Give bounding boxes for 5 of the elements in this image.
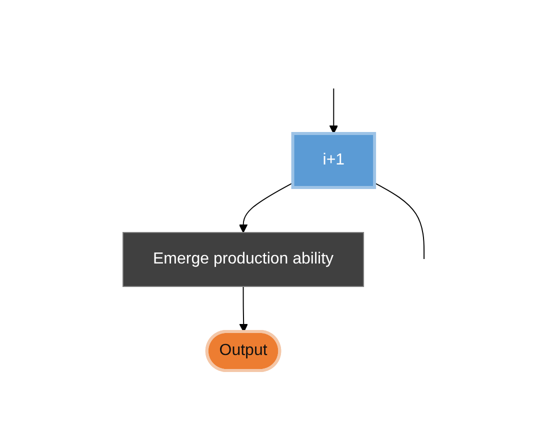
arrow (239, 286, 248, 332)
node-box: Emerge production ability (122, 232, 364, 287)
arrow (238, 182, 294, 233)
node-box: i+1 (291, 132, 376, 189)
arrow (329, 88, 338, 134)
